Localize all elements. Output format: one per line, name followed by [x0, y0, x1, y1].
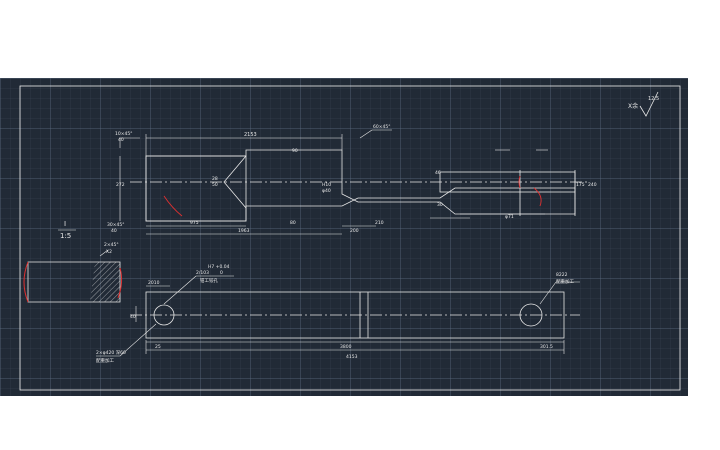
note-bottom-left: 2×φ420 深60 — [96, 349, 126, 356]
cad-model-space[interactable] — [0, 78, 688, 396]
front-view-labels: 2010 2/103 H7 +0.04 0 钳工铰孔 8222 配重加工 2×φ… — [96, 264, 574, 364]
hole-left-tol2: 0 — [220, 270, 223, 276]
roughness-label: X余 — [628, 102, 638, 110]
taper-cone — [223, 155, 247, 209]
drawing-border-frame — [19, 85, 681, 391]
bottom-whitespace — [0, 396, 720, 450]
detail-chamfer: 2×45° — [104, 242, 119, 248]
red-highlights-top — [163, 175, 542, 217]
front-view-dimensions — [96, 275, 580, 357]
dim-overall-top: 2153 — [244, 132, 257, 138]
chamfer-left-top: 10×45° — [115, 131, 132, 137]
hole-left-note: 钳工铰孔 — [200, 277, 218, 284]
left-hole — [153, 304, 175, 326]
dim-right-offset: 301.5 — [540, 344, 553, 350]
dim-right-small: 175 — [576, 182, 585, 188]
detail-count: X2 — [106, 249, 112, 255]
dim-1963: 1963 — [238, 228, 250, 234]
dim-left-height: 40 — [130, 314, 136, 320]
dim-left-top: 2010 — [148, 280, 160, 286]
hole-right-note: 配重加工 — [556, 278, 574, 285]
dim-center: 3800 — [340, 344, 352, 350]
cad-drawing[interactable]: X余 12.5 — [0, 78, 688, 396]
surface-roughness-symbol: X余 12.5 — [628, 91, 659, 117]
dim-210: 210 — [375, 220, 384, 226]
dim-slot-label: 28 — [212, 176, 218, 182]
dim-left-offset: 25 — [155, 344, 161, 350]
top-view-outline — [145, 149, 576, 222]
dim-taper-label: 60×45° — [373, 124, 390, 130]
chamfer-left-bottom-sub: 40 — [111, 228, 117, 234]
front-view — [130, 291, 580, 339]
dim-slot-sub: 50 — [212, 182, 218, 188]
scale-ratio: 1:5 — [60, 232, 71, 240]
dim-overall: 4153 — [346, 354, 358, 360]
top-view-labels: 10×45° 40 30×45° 40 2153 60×45° 272 28 5… — [107, 124, 597, 234]
dim-80: 80 — [290, 220, 296, 226]
top-whitespace — [0, 0, 720, 78]
detail-view: 2×45° X2 — [23, 242, 123, 303]
dim-right-height: 240 — [588, 182, 597, 188]
top-view — [130, 149, 590, 222]
dim-bore-sub: φ40 — [322, 188, 331, 194]
chamfer-left-bottom: 30×45° — [107, 222, 124, 228]
dim-975: 975 — [190, 220, 199, 226]
dim-height-left: 272 — [116, 182, 125, 188]
hole-left-label: 2/103 — [196, 270, 209, 276]
hole-left-tol: H7 +0.04 — [208, 264, 230, 270]
roughness-value: 12.5 — [648, 96, 659, 102]
left-block — [145, 155, 247, 222]
dim-200: 200 — [350, 228, 359, 234]
dim-90: 90 — [292, 148, 298, 154]
scale-indicator: I 1:5 — [58, 220, 76, 240]
dim-46: 46 — [435, 170, 441, 176]
scale-label: I — [64, 220, 66, 228]
note-bottom-left-2: 配重加工 — [96, 357, 114, 364]
dim-30: 30 — [437, 202, 443, 208]
hole-right-label: 8222 — [556, 272, 568, 278]
right-whitespace — [688, 78, 720, 396]
top-view-dimensions — [119, 129, 548, 235]
right-hole — [519, 303, 543, 327]
dim-bottom-right: φ71 — [505, 214, 514, 220]
dim-bore: H10 — [322, 182, 331, 188]
chamfer-left-top-sub: 40 — [118, 137, 124, 143]
